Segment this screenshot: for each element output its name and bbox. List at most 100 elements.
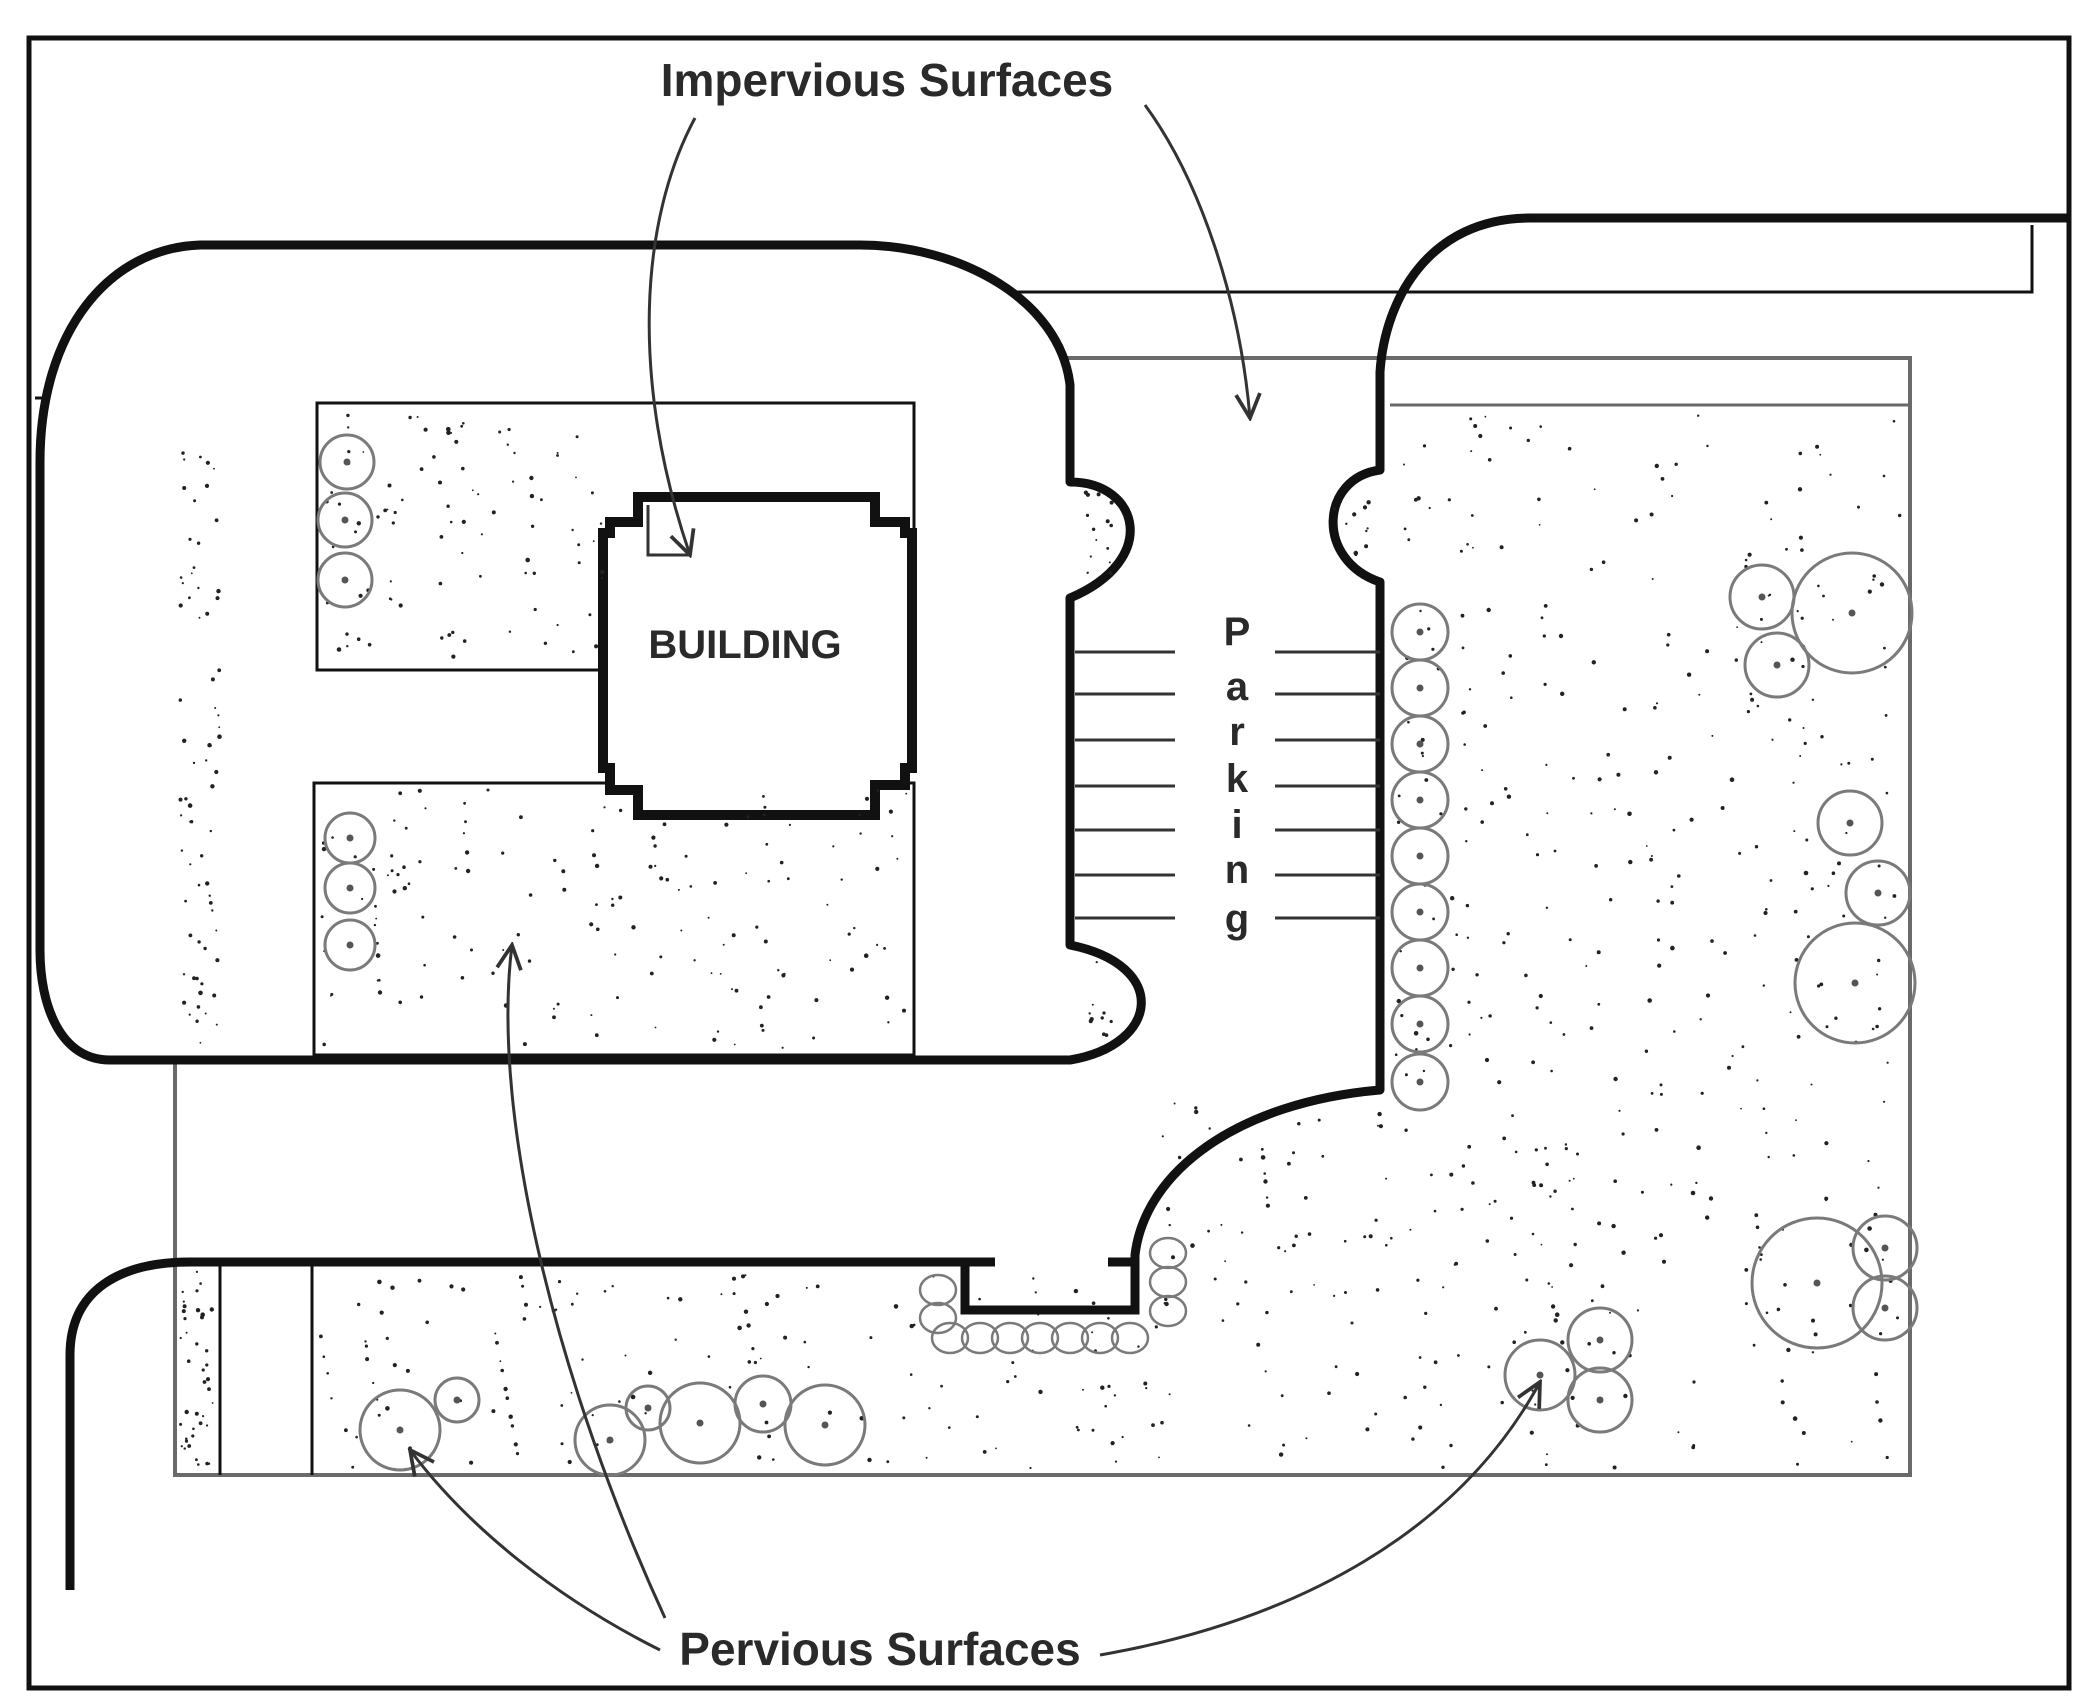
stipple-dot bbox=[1032, 1277, 1035, 1280]
stipple-dot bbox=[651, 835, 656, 840]
stipple-dot bbox=[392, 1363, 397, 1368]
stipple-dot bbox=[438, 581, 443, 586]
stipple-dot bbox=[1550, 1069, 1553, 1073]
stipple-dot bbox=[1442, 1286, 1445, 1289]
stipple-dot bbox=[1731, 1054, 1734, 1058]
tree-trunk-dot bbox=[1773, 661, 1781, 669]
stipple-dot bbox=[183, 1317, 187, 1321]
stipple-dot bbox=[1565, 1368, 1570, 1373]
stipple-dot bbox=[1813, 1332, 1818, 1337]
stipple-dot bbox=[1545, 763, 1548, 767]
stipple-dot bbox=[1038, 1389, 1043, 1395]
stipple-dot bbox=[405, 1368, 410, 1373]
tree-trunk-dot bbox=[1881, 1304, 1889, 1312]
stipple-dot bbox=[765, 842, 769, 846]
stipple-dot bbox=[887, 1021, 890, 1024]
stipple-dot bbox=[1658, 1233, 1664, 1238]
stipple-dot bbox=[1471, 1181, 1475, 1185]
stipple-dot bbox=[498, 430, 502, 434]
stipple-dot bbox=[1394, 1053, 1398, 1056]
stipple-dot bbox=[1404, 1128, 1408, 1132]
stipple-dot bbox=[788, 823, 792, 827]
stipple-dot bbox=[678, 1297, 683, 1302]
stipple-dot bbox=[1415, 1048, 1418, 1051]
stipple-dot bbox=[600, 569, 605, 575]
stipple-dot bbox=[1650, 855, 1653, 857]
shrub bbox=[1050, 1321, 1090, 1355]
stipple-dot bbox=[1247, 1424, 1251, 1427]
stipple-dot bbox=[1441, 1465, 1445, 1470]
stipple-dot bbox=[909, 1323, 914, 1329]
stipple-dot bbox=[439, 535, 444, 539]
stipple-dot bbox=[1770, 518, 1773, 521]
stipple-dot bbox=[469, 1460, 474, 1465]
stipple-dot bbox=[1265, 1310, 1269, 1315]
stipple-dot bbox=[1606, 752, 1610, 757]
stipple-dot bbox=[1524, 973, 1528, 978]
stipple-dot bbox=[376, 515, 380, 519]
stipple-dot bbox=[344, 1428, 348, 1433]
stipple-dot bbox=[522, 1317, 527, 1321]
stipple-dot bbox=[215, 929, 218, 932]
stipple-dot bbox=[853, 926, 856, 930]
stipple-dot bbox=[1106, 547, 1110, 550]
stipple-dot bbox=[1137, 1345, 1140, 1348]
stipple-dot bbox=[1166, 1206, 1171, 1212]
stipple-dot bbox=[1265, 1203, 1270, 1208]
stipple-dot bbox=[179, 576, 183, 579]
stipple-dot bbox=[356, 521, 361, 526]
stipple-dot bbox=[1611, 1223, 1616, 1229]
stipple-dot bbox=[330, 491, 334, 494]
stipple-dot bbox=[1545, 1162, 1549, 1167]
stipple-dot bbox=[1164, 1297, 1168, 1302]
stipple-dot bbox=[1013, 1375, 1017, 1378]
stipple-dot bbox=[1792, 1154, 1796, 1157]
tree-trunk-dot bbox=[1416, 964, 1424, 972]
stipple-dot bbox=[1647, 998, 1652, 1003]
stipple-dot bbox=[1494, 1306, 1498, 1311]
stipple-dot bbox=[1171, 1255, 1175, 1260]
stipple-dot bbox=[1037, 1313, 1040, 1316]
stipple-dot bbox=[1831, 871, 1836, 875]
stipple-dot bbox=[1466, 543, 1469, 546]
stipple-dot bbox=[1151, 1423, 1155, 1427]
stipple-dot bbox=[1403, 527, 1407, 531]
stipple-dot bbox=[1752, 1343, 1756, 1347]
stipple-dot bbox=[553, 858, 557, 863]
shrub bbox=[990, 1321, 1030, 1355]
stipple-dot bbox=[1404, 1073, 1408, 1077]
stipple-dot bbox=[1486, 607, 1491, 613]
stipple-dot bbox=[611, 1285, 614, 1288]
stipple-dot bbox=[884, 995, 890, 1000]
stipple-dot bbox=[762, 795, 765, 798]
shrub bbox=[1148, 1294, 1188, 1328]
stipple-dot bbox=[1800, 548, 1804, 552]
stipple-dot bbox=[731, 988, 733, 991]
stipple-dot bbox=[1800, 616, 1804, 620]
stipple-dot bbox=[1455, 933, 1458, 936]
stipple-dot bbox=[1488, 1014, 1492, 1018]
stipple-dot bbox=[741, 1274, 745, 1279]
stipple-dot bbox=[1878, 1418, 1883, 1423]
stipple-dot bbox=[182, 738, 187, 743]
stipple-dot bbox=[1877, 864, 1881, 868]
stipple-dot bbox=[982, 1450, 987, 1454]
stipple-dot bbox=[827, 1410, 833, 1415]
stipple-dot bbox=[447, 633, 452, 637]
stipple-dot bbox=[556, 1002, 560, 1006]
stipple-dot bbox=[356, 637, 361, 641]
stipple-dot bbox=[1883, 646, 1886, 650]
stipple-dot bbox=[1892, 419, 1896, 423]
tree-trunk-dot bbox=[1813, 1279, 1821, 1287]
stipple-dot bbox=[1864, 1247, 1869, 1253]
stipple-dot bbox=[1542, 634, 1546, 638]
stipple-dot bbox=[446, 504, 450, 508]
stipple-dot bbox=[1501, 671, 1505, 675]
stipple-dot bbox=[1194, 1106, 1198, 1110]
stipple-dot bbox=[902, 1416, 906, 1420]
stipple-dot bbox=[560, 1442, 564, 1446]
stipple-dot bbox=[1656, 899, 1660, 903]
stipple-dot bbox=[461, 519, 466, 525]
stipple-dot bbox=[1666, 643, 1670, 647]
stipple-dot bbox=[1374, 1412, 1378, 1416]
